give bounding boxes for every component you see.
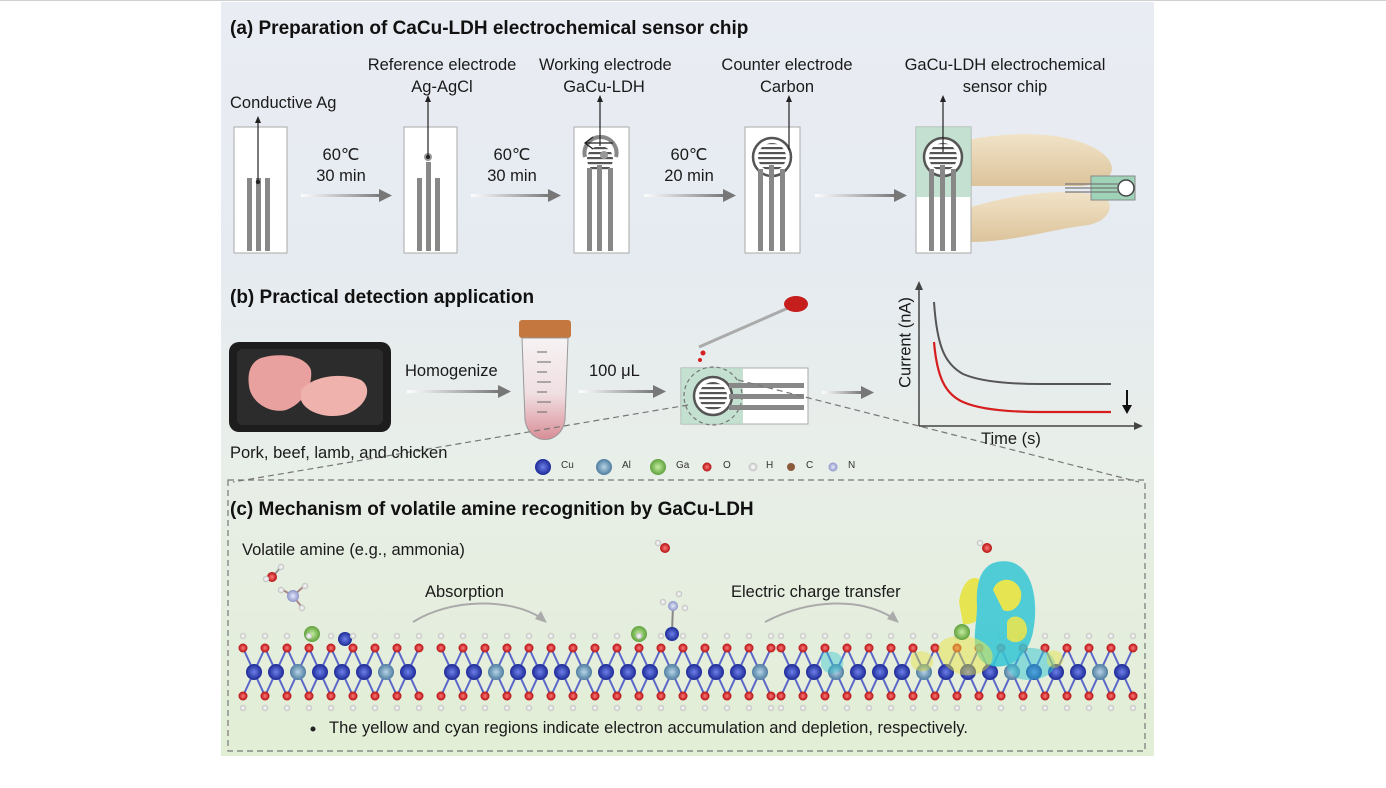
adsorbed-ga-2 [954,624,970,640]
plot-xlabel: Time (s) [981,430,1041,448]
water-molecule-2 [976,539,992,553]
legend-al: Al [622,460,631,471]
label-volume: 100 μL [589,362,640,380]
adsorbed-amine-1 [631,590,689,642]
mechanism-box [227,479,1146,752]
sensor-chip-in-hand [915,95,1136,254]
arrow-step-2 [471,189,561,202]
absorption-arrow [412,602,547,623]
label-conductive-ag: Conductive Ag [230,94,337,112]
ldh-slab-2 [436,632,776,712]
figure: (a) Preparation of CaCu-LDH electrochemi… [221,2,1154,756]
step-2-temp: 60℃ [493,146,531,164]
legend-n: N [848,460,856,471]
label-gacu-ldh: GaCu-LDH [563,78,645,96]
current-plot [915,281,1143,430]
legend-ga: Ga [676,460,690,471]
electrode-step-2 [403,95,458,254]
label-sensor-chip-2: sensor chip [962,78,1048,96]
label-meat-types: Pork, beef, lamb, and chicken [230,444,448,462]
pipette-icon [698,296,808,362]
sample-tube [519,320,571,440]
label-reference-electrode: Reference electrode [367,56,517,74]
legend-c: C [806,460,814,471]
ammonia-molecule [262,563,309,612]
arrow-homogenize [407,385,511,398]
charge-transfer-arrow [764,602,899,623]
curve-black [933,301,1111,385]
step-2-time: 30 min [487,167,537,185]
step-1-temp: 60℃ [322,146,360,164]
step-3-temp: 60℃ [670,146,708,164]
label-absorption: Absorption [425,583,504,601]
curve-red [932,341,1111,414]
label-ag-agcl: Ag-AgCl [411,78,473,96]
arrow-step-1 [301,189,392,202]
water-molecule-1 [654,539,670,553]
electrode-step-3 [573,95,630,254]
label-note: The yellow and cyan regions indicate ele… [329,719,968,737]
ldh-slabs [238,632,1138,712]
chip-on-sample [680,366,809,426]
legend-cu: Cu [561,460,574,471]
figure-artwork [227,95,1146,752]
arrow-measure [822,386,874,399]
panel-c-title: (c) Mechanism of volatile amine recognit… [230,499,754,520]
label-sensor-chip-1: GaCu-LDH electrochemical [904,56,1106,74]
step-3-time: 20 min [664,167,714,185]
legend-h: H [766,460,774,471]
arrow-step-4 [815,189,907,202]
label-working-electrode: Working electrode [539,56,672,74]
ldh-slab-1 [238,632,424,712]
label-homogenize: Homogenize [405,362,498,380]
meat-tray-photo [229,342,391,432]
panel-a-title: (a) Preparation of CaCu-LDH electrochemi… [230,18,749,39]
zoom-dashed-lines [232,379,1140,483]
arrow-transfer [579,385,666,398]
label-carbon: Carbon [759,78,815,96]
label-counter-electrode: Counter electrode [721,56,853,74]
electrode-step-1 [233,116,288,254]
charge-density-cloud [821,561,1064,681]
legend-o: O [723,460,731,471]
panel-b-title: (b) Practical detection application [230,287,535,308]
element-legend [535,459,838,475]
arrow-step-3 [644,189,736,202]
label-charge-transfer: Electric charge transfer [731,583,901,601]
top-border [0,0,1386,1]
step-1-time: 30 min [316,167,366,185]
label-volatile-amine: Volatile amine (e.g., ammonia) [242,541,465,559]
note-bullet [310,726,316,732]
electrode-step-4 [744,95,801,254]
plot-ylabel: Current (nA) [896,297,915,388]
